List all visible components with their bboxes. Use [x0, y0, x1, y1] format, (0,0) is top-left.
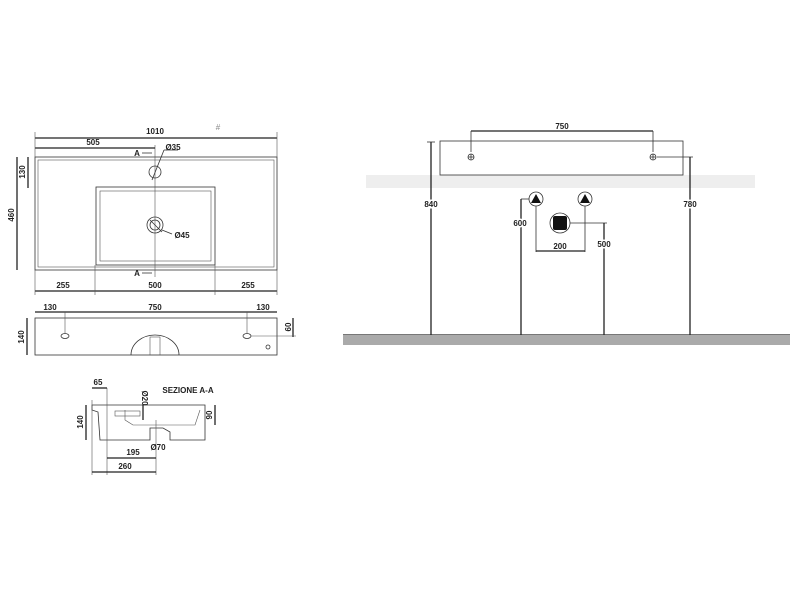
- fixing-point-left: [467, 153, 475, 161]
- dim-tap-to-waste: 260: [118, 462, 132, 471]
- washbasin-outline-front: [34, 317, 278, 356]
- dim-top-height: 840: [424, 200, 438, 209]
- drain-hole: [146, 216, 164, 234]
- dim-front-height: 140: [17, 330, 26, 344]
- dim-right-offset: 130: [256, 303, 270, 312]
- dim-fixing-spacing: 750: [148, 303, 162, 312]
- section-marker-bottom: A: [134, 269, 140, 278]
- dim-waste-height: 500: [597, 240, 611, 249]
- dim-fixing-height: 60: [284, 322, 293, 331]
- dim-tap-offset: 65: [94, 378, 103, 387]
- waste-bowl: [130, 334, 180, 356]
- wall-band: [366, 175, 755, 188]
- dim-overflow-hole: Ø20: [140, 390, 149, 406]
- dim-drain-hole: Ø45: [174, 231, 190, 240]
- water-supply-right-icon: [577, 191, 593, 207]
- dim-section-height: 140: [76, 415, 85, 429]
- front-view: 130 750 130 140 60: [17, 303, 296, 356]
- dim-tap-hole: Ø35: [165, 143, 181, 152]
- dim-supply-height: 600: [513, 219, 527, 228]
- washbasin-outline-top: [34, 156, 278, 271]
- dim-half-width: 505: [86, 138, 100, 147]
- section-profile: [91, 404, 206, 441]
- dim-back-depth: 130: [18, 165, 27, 179]
- fixing-point-right: [649, 153, 657, 161]
- dim-overall-width: 1010: [146, 127, 164, 136]
- dim-waste-outlet: Ø70: [150, 443, 166, 452]
- section-view: 65 Ø20 SEZIONE A-A 140 90 Ø70 195 260: [76, 378, 216, 475]
- tap-hole: [148, 165, 162, 179]
- waste-outlet-icon: [549, 212, 571, 234]
- dim-supply-spacing: 200: [553, 242, 567, 251]
- installation-view: 750 840 780 600 200 500: [343, 122, 790, 345]
- water-supply-left-icon: [528, 191, 544, 207]
- dim-fixing-height-wall: 780: [683, 200, 697, 209]
- dim-right-margin: 255: [241, 281, 255, 290]
- dim-basin-depth: 90: [205, 410, 214, 419]
- dim-basin-width: 500: [148, 281, 162, 290]
- section-title: SEZIONE A-A: [162, 386, 213, 395]
- dim-wall-fixing-spacing: 750: [555, 122, 569, 131]
- dim-waste-distance: 195: [126, 448, 140, 457]
- floor: [343, 335, 790, 345]
- fixing-hole-right: [242, 333, 252, 339]
- top-view: 1010 505 # A A Ø35 Ø45 130 460 255 500 2…: [7, 123, 278, 295]
- fixing-hole-left: [60, 333, 70, 339]
- mark: #: [216, 123, 221, 132]
- basin-bowl: [95, 186, 216, 266]
- dim-left-margin: 255: [56, 281, 70, 290]
- dim-left-offset: 130: [43, 303, 57, 312]
- dim-overall-depth: 460: [7, 208, 16, 222]
- section-marker-top: A: [134, 149, 140, 158]
- washbasin-outline-wall: [439, 140, 684, 176]
